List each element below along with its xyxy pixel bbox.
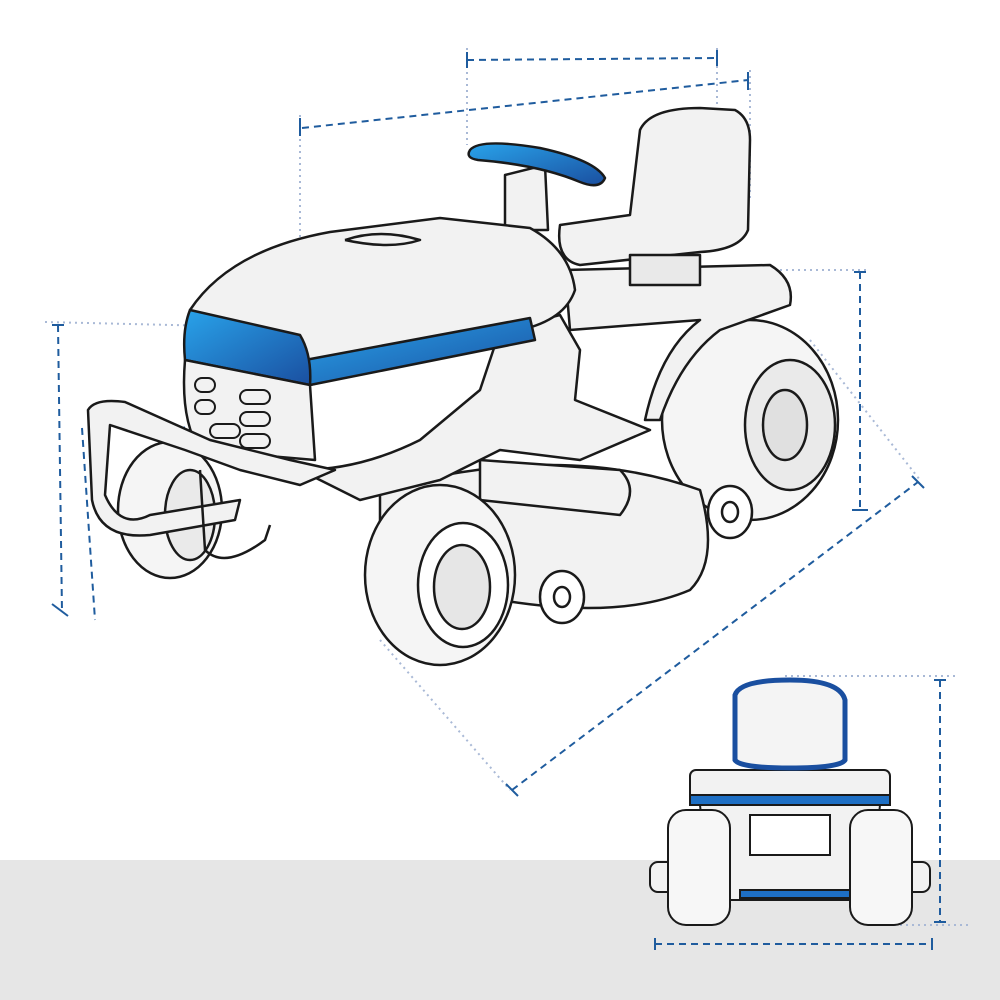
front-left-wheel — [116, 440, 224, 580]
rear-wheel — [660, 318, 840, 522]
mower-three-quarter-view — [86, 106, 840, 667]
steering-column — [503, 163, 550, 232]
length-dimension — [511, 481, 919, 791]
rear-view-right-wheel — [849, 809, 913, 926]
grille-slots — [194, 377, 271, 449]
rear-view-seat — [732, 677, 848, 771]
dimension-arrow-icon — [51, 50, 946, 950]
mower-rear-view — [649, 677, 931, 926]
rear-view-left-wheel — [667, 809, 731, 926]
overall-top-dimension — [301, 79, 749, 129]
front-height-dimension — [57, 324, 63, 613]
bumper-height-dimension — [81, 427, 96, 621]
seat — [557, 106, 752, 267]
deck-caster-wheel — [538, 569, 586, 625]
front-bumper — [86, 399, 337, 537]
rear-fender — [563, 263, 793, 422]
seat-depth-dimension — [466, 57, 718, 61]
front-right-wheel — [363, 483, 517, 667]
chassis — [298, 313, 652, 502]
steering-wheel — [467, 142, 607, 187]
